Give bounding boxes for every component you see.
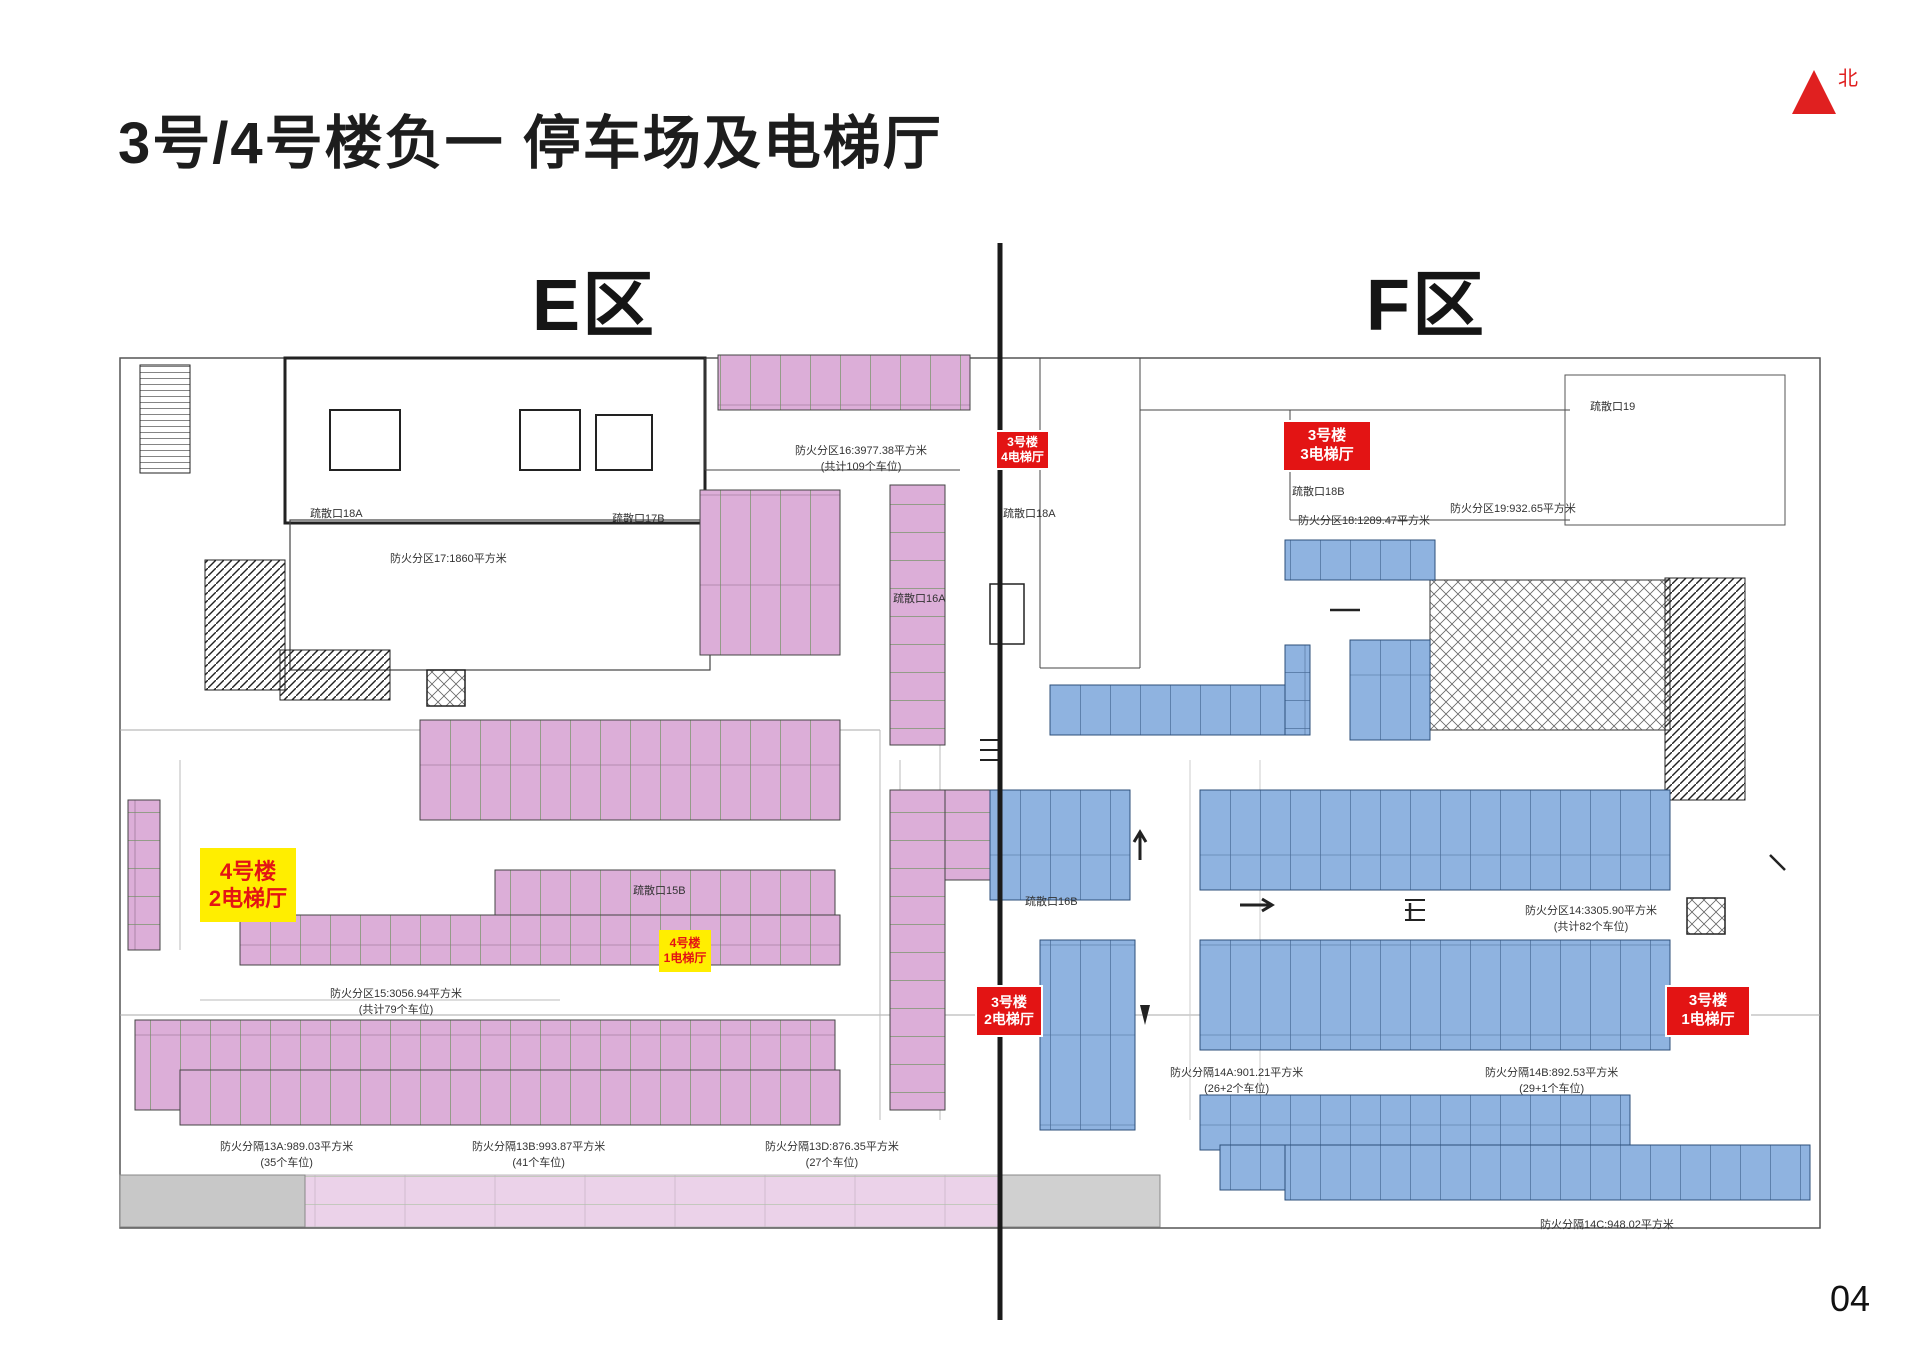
exit-label: 疏散口15B	[633, 885, 686, 897]
fire-zone-fz19: 防火分区19:932.65平方米	[1450, 503, 1576, 515]
elevator-tag-hall: 4电梯厅	[1001, 450, 1044, 464]
fire-zone-fz15: 防火分区15:3056.94平方米(共计79个车位)	[330, 988, 463, 1016]
f-zone-parking	[989, 539, 1811, 1201]
fire-zone-fz14a: 防火分隔14A:901.21平方米(26+2个车位)	[1170, 1067, 1304, 1095]
fire-zone-fz17: 防火分区17:1860平方米	[390, 553, 507, 565]
stair-block-nw	[139, 364, 191, 474]
fire-zone-fz13d: 防火分隔13D:876.35平方米(27个车位)	[765, 1141, 899, 1169]
shaft-core	[989, 583, 1025, 645]
shaft-f	[1686, 897, 1726, 935]
elevator-tag-building: 3号楼	[1688, 992, 1728, 1010]
fire-zone-fz14: 防火分区14:3305.90平方米(共计82个车位)	[1525, 905, 1658, 933]
ramp-west	[204, 559, 286, 691]
elevator-tag-b3-e1: 3号楼 1电梯厅	[1665, 985, 1751, 1037]
ramp-east	[1664, 577, 1746, 801]
fire-zone-fz13b: 防火分隔13B:993.87平方米(41个车位)	[472, 1141, 606, 1169]
north-indicator: 北	[1782, 56, 1862, 126]
elevator-tag-hall: 1电梯厅	[1681, 1011, 1735, 1028]
ramp-west-lower	[279, 649, 391, 701]
fire-zone-fz18: 防火分区18:1289.47平方米	[1298, 515, 1431, 527]
exit-label: 疏散口17B	[612, 513, 665, 525]
fire-zone-fz14c: 防火分隔14C:948.02平方米	[1540, 1219, 1674, 1231]
strip-gray-mid	[304, 1174, 1001, 1228]
fire-zone-fz14b: 防火分隔14B:892.53平方米(29+1个车位)	[1485, 1067, 1619, 1095]
e-zone-parking	[127, 354, 991, 1126]
strip-gray-east	[999, 1174, 1161, 1228]
page-title: 3号/4号楼负一 停车场及电梯厅	[118, 111, 943, 176]
zone-f-label: F区	[1366, 266, 1486, 346]
exit-label: 疏散口18A	[1003, 508, 1056, 520]
elevator-tag-b3-e3: 3号楼 3电梯厅	[1282, 420, 1372, 472]
page-number: 04	[1830, 1278, 1871, 1319]
elevator-tag-hall: 3电梯厅	[1300, 446, 1354, 463]
strip-gray-west	[119, 1174, 306, 1228]
road-markings	[980, 608, 1786, 1025]
elevator-tag-building: 3号楼	[1307, 427, 1347, 445]
zone-e-label: E区	[532, 266, 657, 346]
exit-label: 疏散口19	[1590, 401, 1636, 413]
elevator-tag-b4-e2: 4号楼 2电梯厅	[200, 848, 296, 922]
elevator-tag-building: 4号楼	[219, 858, 277, 884]
elevator-tag-hall: 1电梯厅	[663, 951, 707, 965]
north-arrow-icon	[1792, 70, 1836, 114]
elevator-tag-b3-e4: 3号楼 4电梯厅	[995, 430, 1050, 470]
fire-zone-fz13a: 防火分隔13A:989.03平方米(35个车位)	[220, 1141, 354, 1169]
elevator-tag-building: 3号楼	[991, 993, 1027, 1010]
elevator-tag-b3-e2: 3号楼 2电梯厅	[975, 985, 1043, 1037]
shaft-e	[426, 669, 466, 707]
exit-label: 疏散口18B	[1292, 486, 1345, 498]
elevator-tag-building: 3号楼	[1007, 435, 1038, 449]
elevator-tag-hall: 2电梯厅	[984, 1011, 1034, 1027]
elevator-tag-building: 4号楼	[669, 936, 701, 950]
north-label: 北	[1838, 68, 1858, 90]
elevator-tag-b4-e1: 4号楼 1电梯厅	[659, 930, 711, 972]
exit-label: 疏散口16A	[893, 593, 946, 605]
elevator-tag-hall: 2电梯厅	[208, 886, 288, 911]
exit-label: 疏散口16B	[1025, 896, 1078, 908]
fire-zone-fz16: 防火分区16:3977.38平方米(共计109个车位)	[795, 445, 928, 473]
exit-label: 疏散口18A	[310, 508, 363, 520]
